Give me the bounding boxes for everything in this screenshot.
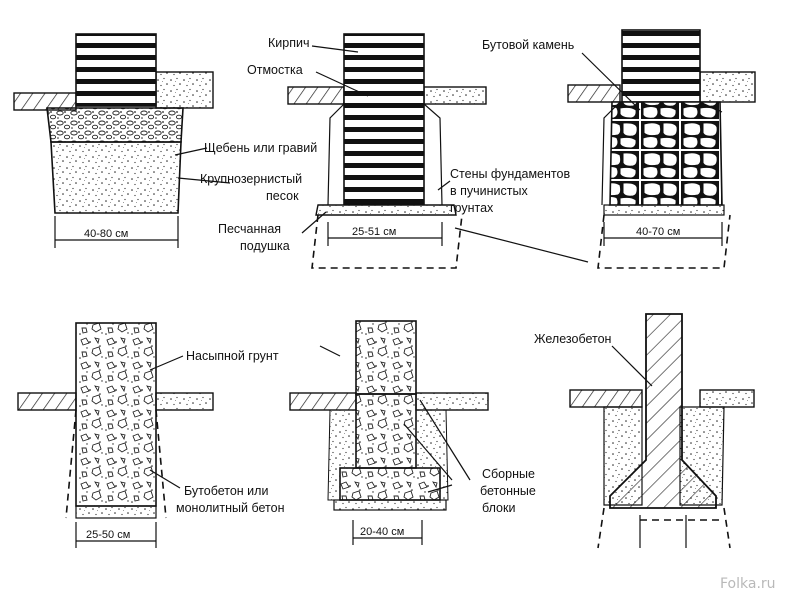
dimension-label: 25-50 см	[86, 529, 130, 541]
label-precast-line3: блоки	[482, 501, 515, 515]
label-precast-line1: Сборные	[482, 467, 535, 481]
label-rubble-concrete-line2: монолитный бетон	[176, 501, 285, 515]
label-precast-line2: бетонные	[480, 484, 536, 498]
heaving-walls-trench	[327, 103, 443, 206]
base-sand	[75, 505, 157, 519]
dimension-label: 40-70 см	[636, 226, 680, 238]
foundation-1: 40-80 см	[13, 33, 231, 248]
foundation-5: 20-40 см	[289, 320, 489, 545]
rubble-concrete-wall	[75, 322, 157, 507]
base-sand	[603, 204, 725, 216]
watermark: Folka.ru	[720, 576, 776, 592]
dimension-label: 40-80 см	[84, 228, 128, 240]
ground-right	[699, 71, 756, 103]
label-heaving-walls-line2: в пучинистых	[450, 184, 528, 198]
label-rubble-stone: Бутовой камень	[482, 38, 574, 52]
ground-left	[569, 389, 643, 408]
sand-layer	[50, 141, 182, 214]
label-sand-cushion-line2: подушка	[240, 239, 290, 253]
label-heaving-walls-line1: Стены фундаментов	[450, 167, 570, 181]
label-reinforced-concrete: Железобетон	[534, 332, 612, 346]
reinforced-concrete-t-wall	[609, 313, 717, 509]
dimension-label: 20-40 см	[360, 526, 404, 538]
foundation-4: 25-50 см	[17, 322, 214, 548]
label-crushed-stone: Щебень или гравий	[204, 141, 317, 155]
callout-labels: Кирпич Отмостка Бутовой камень Щебень ил…	[176, 36, 612, 515]
sand-cushion	[315, 204, 457, 216]
label-backfill: Насыпной грунт	[186, 349, 279, 363]
label-coarse-sand-line2: песок	[266, 189, 299, 203]
ground-right	[155, 392, 214, 411]
foundation-2: 25-51 см	[287, 33, 589, 269]
label-heaving-walls-line3: грунтах	[450, 201, 494, 215]
ground-right	[699, 389, 755, 408]
monolithic-column	[355, 320, 417, 395]
ground-left	[289, 392, 357, 411]
ground-left	[287, 86, 345, 105]
ground-left	[17, 392, 77, 411]
precast-block-upper	[355, 393, 417, 469]
ground-right	[415, 392, 489, 411]
trench-walls	[601, 101, 723, 206]
foundation-3: 40-70 см	[567, 29, 756, 269]
ground-right	[155, 71, 214, 109]
label-brick: Кирпич	[268, 36, 309, 50]
brick-wall	[343, 33, 425, 205]
base-sand	[333, 499, 447, 511]
ground-left	[567, 84, 621, 103]
precast-block-lower	[339, 467, 441, 501]
label-rubble-concrete-line1: Бутобетон или	[184, 484, 268, 498]
ground-right	[423, 86, 487, 105]
brick-wall	[75, 33, 157, 107]
label-coarse-sand-line1: Крупнозернистый	[200, 172, 302, 186]
rubble-stone-foundation	[609, 101, 723, 206]
foundation-6	[569, 313, 755, 549]
label-blind-area: Отмостка	[247, 63, 303, 77]
dimension-label: 25-51 см	[352, 226, 396, 238]
brick-wall	[621, 29, 701, 103]
gravel-layer	[46, 107, 184, 143]
label-sand-cushion-line1: Песчанная	[218, 222, 281, 236]
